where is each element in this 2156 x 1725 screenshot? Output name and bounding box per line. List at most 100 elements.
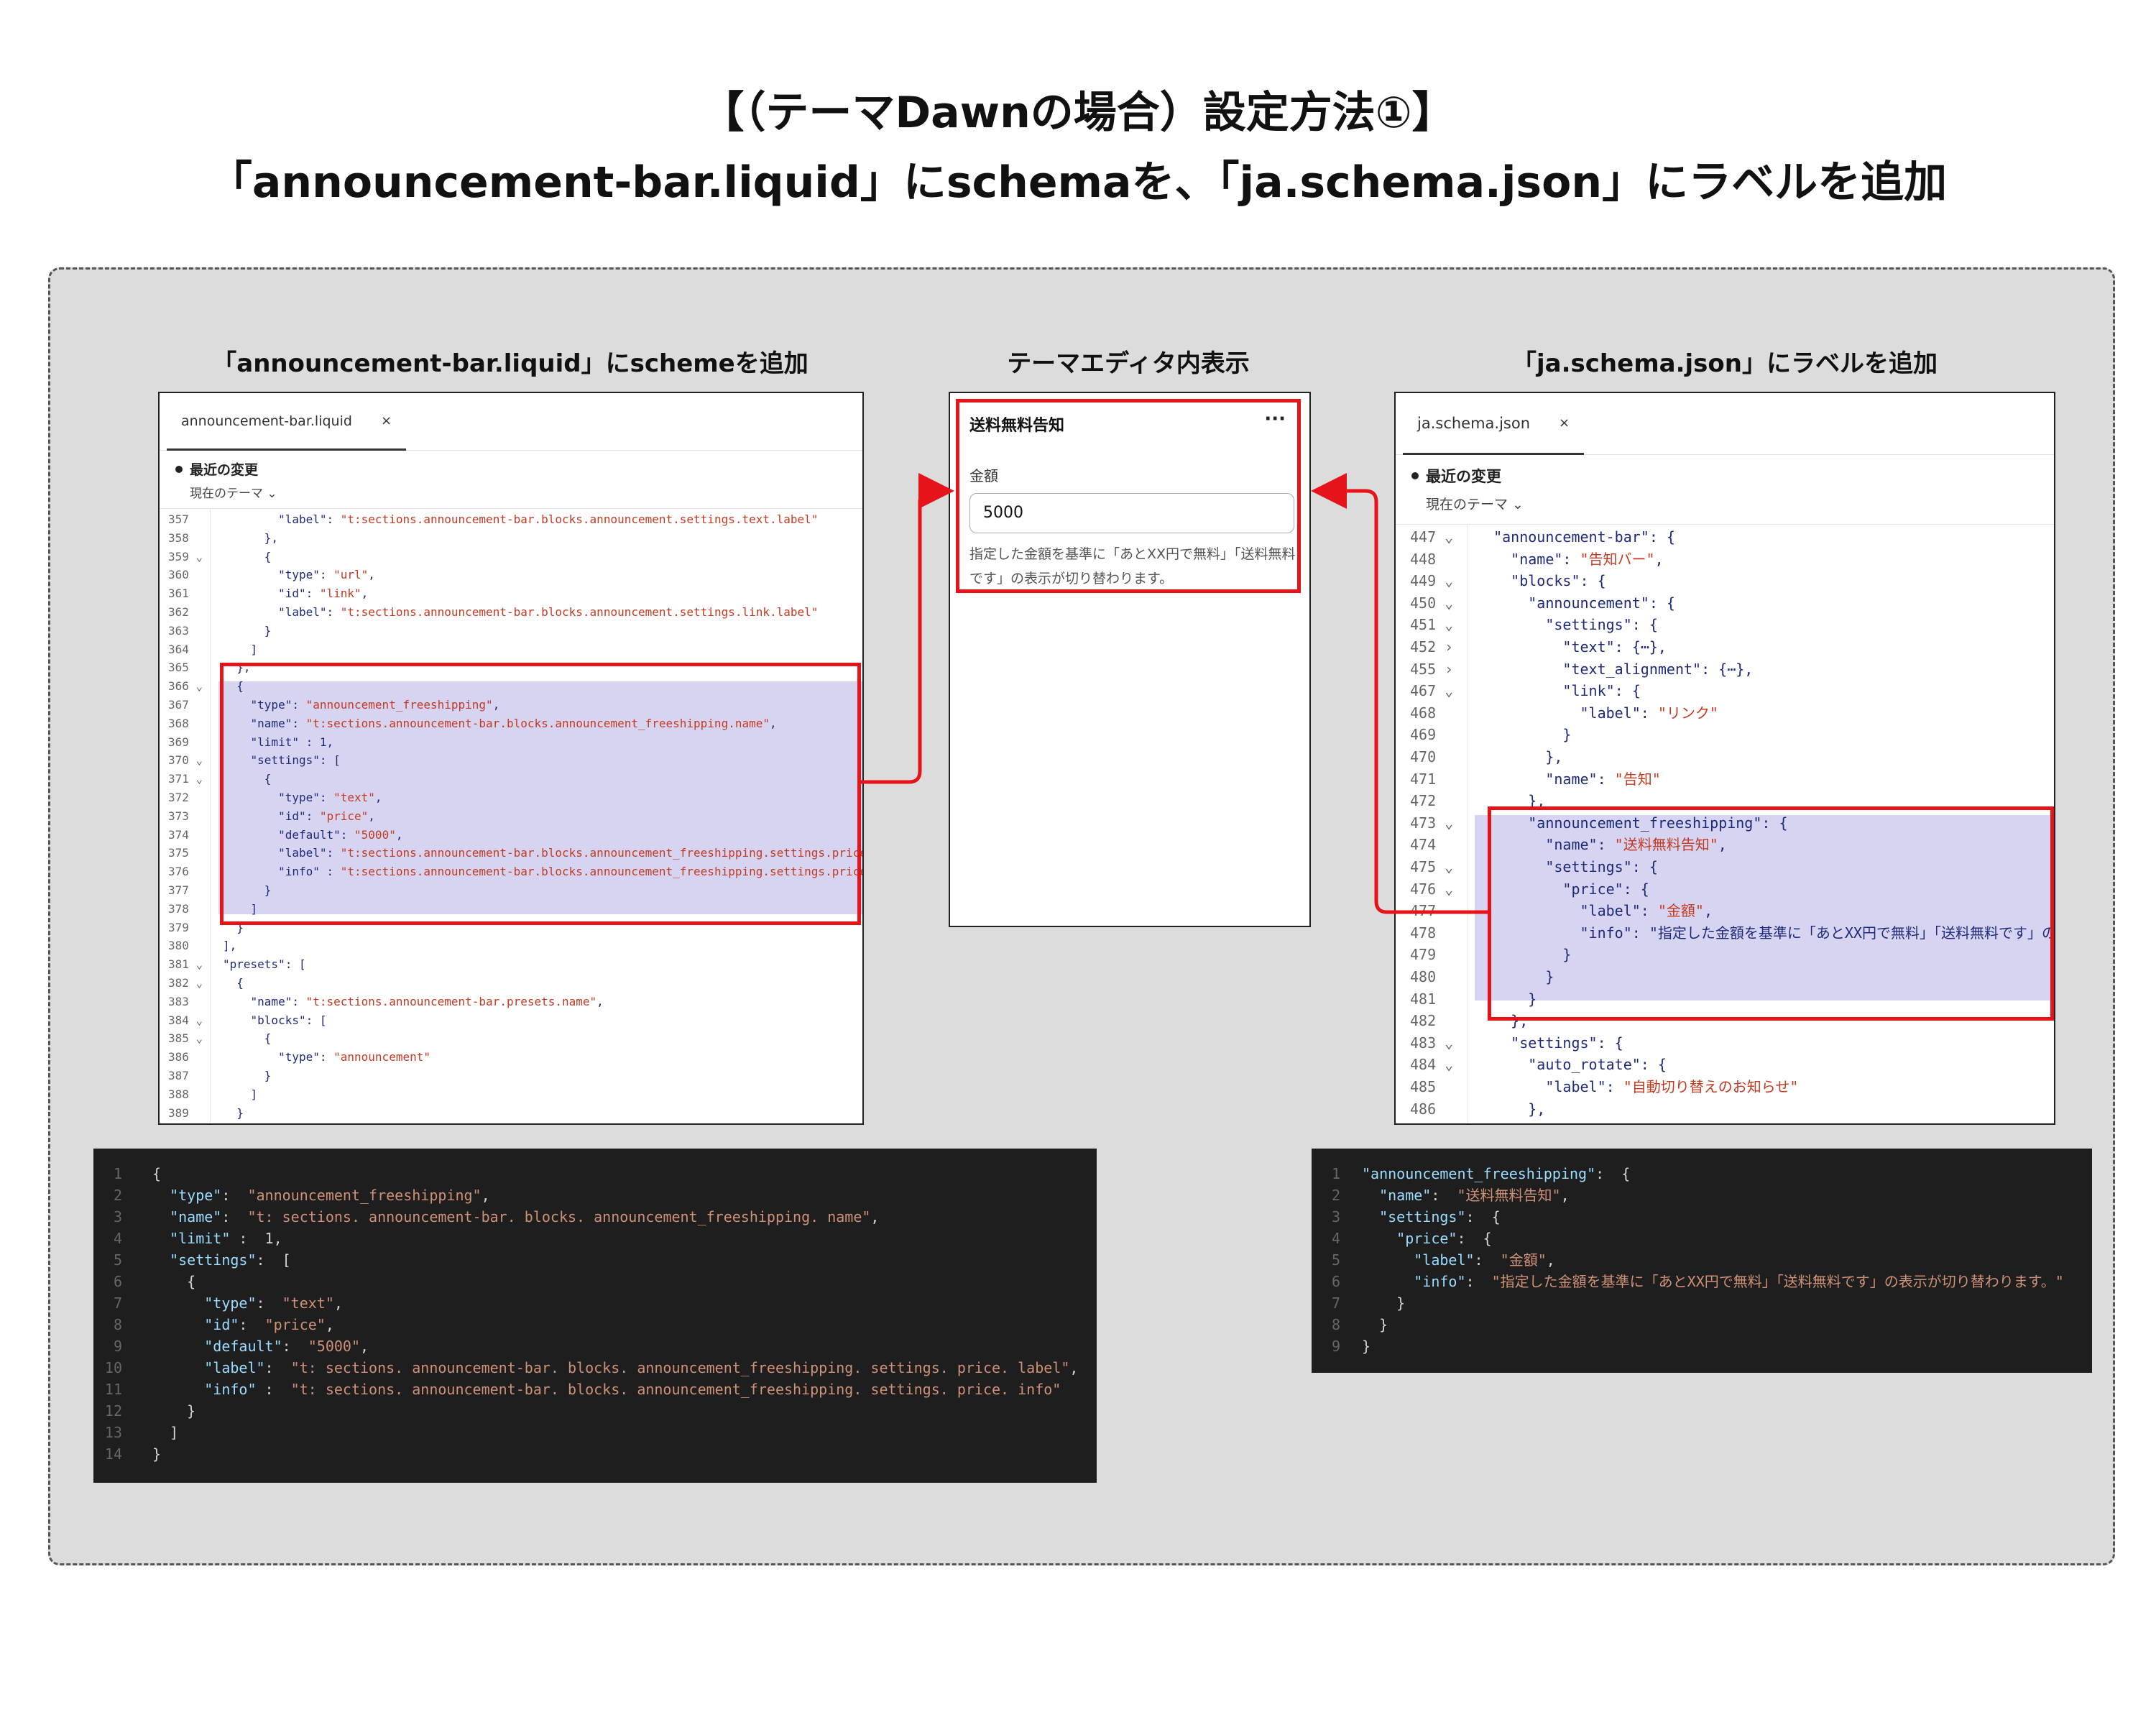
line-text: "label": "t:sections.announcement-bar.bl… bbox=[278, 846, 864, 860]
theme-selector[interactable]: 現在のテーマ ⌄ bbox=[1426, 497, 1524, 512]
arrow-right-to-editor bbox=[1311, 473, 1489, 914]
code-line: 476 ⌄ "price": { bbox=[1396, 878, 2054, 901]
arrow-left-to-editor bbox=[861, 473, 954, 784]
snippet-line-text: "announcement_freeshipping": { bbox=[1362, 1165, 1631, 1182]
line-number: 475 ⌄ bbox=[1410, 858, 1454, 875]
line-text: } bbox=[1476, 968, 1554, 985]
snippet-line-text: "settings": [ bbox=[170, 1251, 291, 1269]
snippet-line-number: 9 bbox=[113, 1338, 122, 1355]
line-text: "limit" : 1, bbox=[250, 735, 334, 749]
code-line: 363 } bbox=[160, 622, 862, 640]
line-text: "type": "url", bbox=[278, 568, 375, 582]
file-tab[interactable]: ja.schema.json × bbox=[1403, 393, 1585, 455]
line-number: 366 ⌄ bbox=[168, 679, 203, 694]
line-text: "label": "金額", bbox=[1580, 902, 1713, 920]
line-number: 451 ⌄ bbox=[1410, 616, 1454, 634]
line-text: "text_alignment": {⋯}, bbox=[1562, 660, 1754, 678]
line-number: 388 bbox=[168, 1087, 189, 1101]
code-line: 480 } bbox=[1396, 966, 2054, 988]
code-line: 381 ⌄"presets": [ bbox=[160, 955, 862, 974]
line-text: "name": "送料無料告知", bbox=[1545, 836, 1727, 854]
line-number: 484 ⌄ bbox=[1410, 1056, 1454, 1074]
snippet-line-text: "settings": { bbox=[1379, 1208, 1501, 1225]
snippet-line-number: 13 bbox=[104, 1424, 122, 1441]
code-line: 373 "id": "price", bbox=[160, 807, 862, 826]
line-number: 358 bbox=[168, 530, 189, 545]
close-icon[interactable]: × bbox=[1559, 415, 1570, 431]
code-line: 479 } bbox=[1396, 944, 2054, 966]
price-input[interactable]: 5000 bbox=[969, 493, 1294, 533]
line-text: "name": "t:sections.announcement-bar.blo… bbox=[250, 716, 777, 730]
line-number: 470 bbox=[1410, 748, 1437, 765]
snippet-line-number: 14 bbox=[104, 1445, 122, 1463]
price-label: 金額 bbox=[969, 467, 998, 484]
snippet-line-number: 5 bbox=[113, 1251, 122, 1269]
line-number: 471 bbox=[1410, 770, 1437, 788]
code-line: 386 "type": "announcement" bbox=[160, 1048, 862, 1067]
line-text: "id": "link", bbox=[278, 586, 369, 601]
code-line: 389 } bbox=[160, 1104, 862, 1123]
more-options-icon[interactable]: ··· bbox=[1264, 408, 1286, 430]
line-text: "label": "t:sections.announcement-bar.bl… bbox=[278, 512, 819, 526]
line-text: "info": "指定した金額を基準に「あとXX円で無料」「送料無料です」の表示… bbox=[1580, 924, 2055, 942]
line-number: 376 bbox=[168, 865, 189, 879]
snippet-line-text: } bbox=[1362, 1338, 1371, 1355]
snippet-line-text: { bbox=[152, 1165, 162, 1182]
code-line: 366 ⌄ { bbox=[160, 677, 862, 696]
line-number: 448 bbox=[1410, 550, 1437, 568]
snippet-line-text: "label": "金額", bbox=[1414, 1251, 1555, 1269]
snippet-line-number: 1 bbox=[113, 1165, 122, 1182]
code-line: 482 }, bbox=[1396, 1010, 2054, 1032]
line-text: } bbox=[1476, 990, 1537, 1008]
code-line: 378 ] bbox=[160, 900, 862, 919]
line-text: } bbox=[223, 883, 272, 897]
line-text: "info" : "t:sections.announcement-bar.bl… bbox=[278, 865, 864, 879]
right-column-heading: 「ja.schema.json」にラベルを追加 bbox=[1512, 349, 1938, 378]
code-line: 481 } bbox=[1396, 988, 2054, 1011]
code-line: 370 ⌄ "settings": [ bbox=[160, 751, 862, 770]
selection-highlight bbox=[218, 681, 862, 914]
theme-editor-panel: 送料無料告知 ··· 金額 5000 指定した金額を基準に「あとXX円で無料」「… bbox=[949, 392, 1311, 927]
file-tab[interactable]: announcement-bar.liquid × bbox=[167, 393, 407, 451]
theme-selector[interactable]: 現在のテーマ ⌄ bbox=[190, 487, 277, 501]
line-text: "blocks": [ bbox=[250, 1013, 327, 1027]
line-text: "default": "5000", bbox=[278, 827, 403, 842]
line-number: 372 bbox=[168, 791, 189, 804]
line-text: ] bbox=[223, 1087, 258, 1101]
line-text: "announcement": { bbox=[1528, 594, 1675, 612]
line-number: 387 bbox=[168, 1069, 189, 1082]
code-area[interactable]: 357 "label": "t:sections.announcement-ba… bbox=[160, 508, 862, 1123]
line-text: ], bbox=[223, 939, 237, 953]
snippet-line-number: 7 bbox=[113, 1294, 122, 1312]
line-text: "price": { bbox=[1562, 880, 1649, 898]
line-text: "settings": { bbox=[1511, 1034, 1623, 1052]
line-number: 370 ⌄ bbox=[168, 753, 203, 768]
snippet-line-number: 11 bbox=[104, 1381, 122, 1398]
file-tab-label: announcement-bar.liquid bbox=[181, 413, 352, 429]
snippet-line-number: 8 bbox=[113, 1316, 122, 1333]
code-line: 483 ⌄ "settings": { bbox=[1396, 1032, 2054, 1054]
line-text: "presets": [ bbox=[223, 957, 306, 972]
snippet-line-number: 5 bbox=[1331, 1251, 1340, 1269]
code-line: 467 ⌄ "link": { bbox=[1396, 680, 2054, 702]
line-number: 367 bbox=[168, 698, 189, 712]
snippet-line-text: } bbox=[1362, 1316, 1388, 1333]
line-number: 455 › bbox=[1410, 660, 1454, 678]
right-highlight-box bbox=[1488, 806, 2054, 1021]
close-icon[interactable]: × bbox=[380, 413, 392, 428]
line-text: "type": "text", bbox=[278, 791, 382, 804]
snippet-line-text: "name": "t: sections. announcement-bar. … bbox=[170, 1208, 880, 1225]
line-number: 486 bbox=[1410, 1100, 1437, 1118]
line-number: 378 bbox=[168, 901, 189, 916]
line-number: 481 bbox=[1410, 990, 1437, 1008]
line-text: "announcement_freeshipping": { bbox=[1528, 814, 1788, 832]
code-area[interactable]: 447 ⌄ "announcement-bar": {448 "name": "… bbox=[1396, 524, 2054, 1123]
code-line: 379 } bbox=[160, 919, 862, 937]
line-text: ] bbox=[223, 901, 258, 916]
line-text: "type": "announcement" bbox=[278, 1050, 430, 1064]
snippet-line-text: "label": "t: sections. announcement-bar.… bbox=[204, 1359, 1079, 1376]
snippet-line-number: 4 bbox=[113, 1230, 122, 1247]
snippet-line-number: 2 bbox=[113, 1187, 122, 1204]
file-tab-label: ja.schema.json bbox=[1417, 414, 1531, 432]
